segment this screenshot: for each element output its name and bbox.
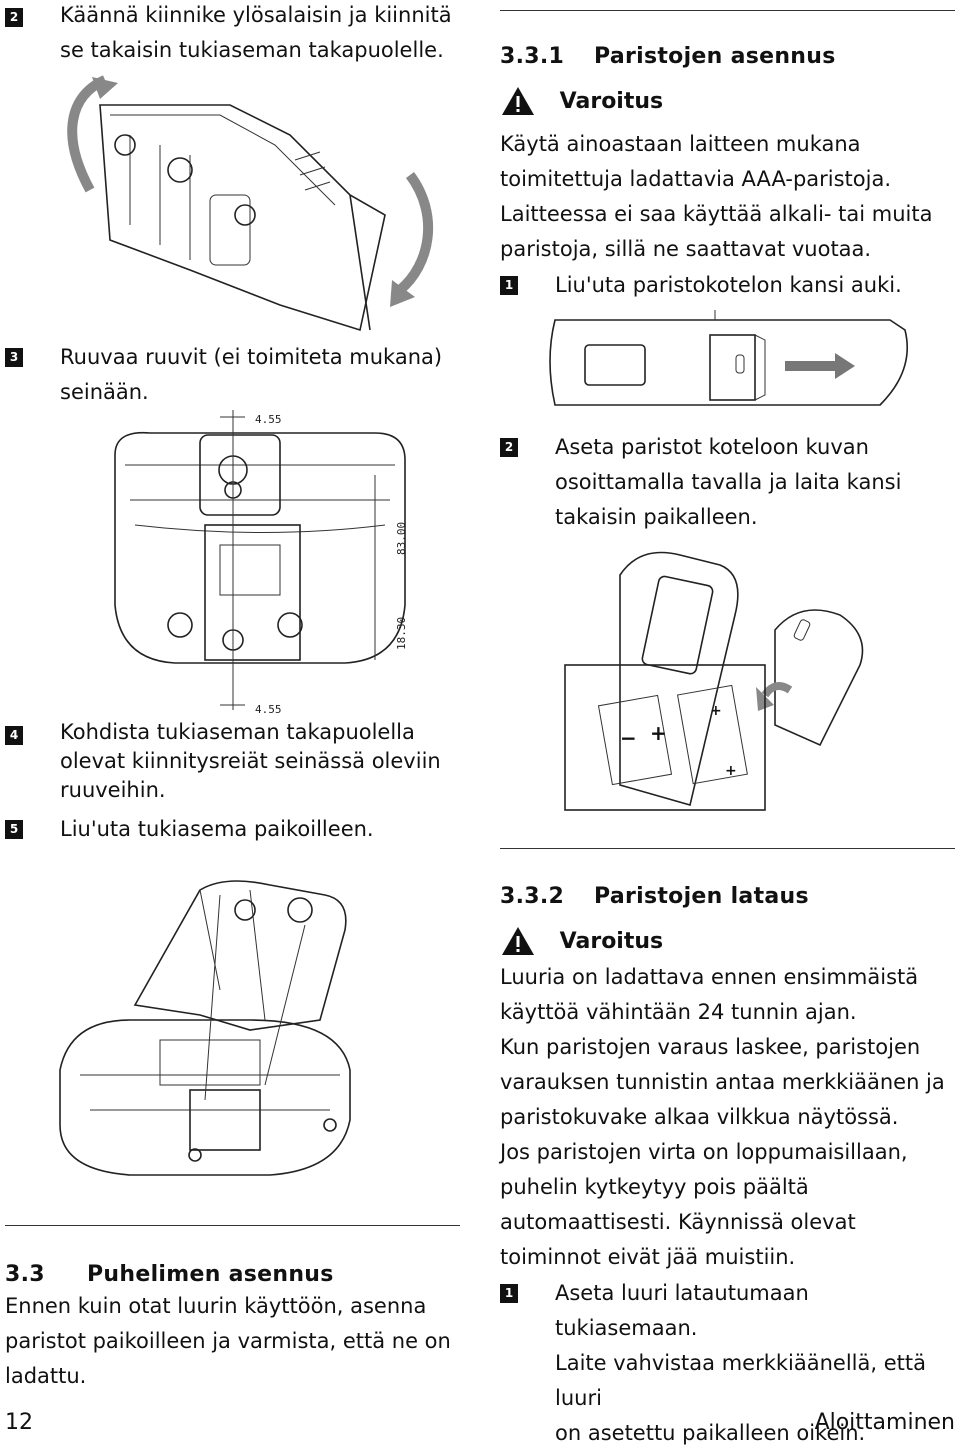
text-line: automaattisesti. Käynnissä olevat: [500, 1210, 856, 1234]
text-line: ladattu.: [5, 1364, 87, 1388]
text-line: Ennen kuin otat luurin käyttöön, asenna: [5, 1294, 427, 1318]
section-number: 3.3: [5, 1262, 45, 1287]
section-title: Puhelimen asennus: [87, 1262, 334, 1287]
warning-text-1: Käytä ainoastaan laitteen mukana toimite…: [500, 127, 955, 267]
section-3-3: 3.3 Puhelimen asennus Ennen kuin otat luu…: [5, 1262, 465, 1394]
text-line: Ruuvaa ruuvit (ei toimiteta mukana): [60, 345, 443, 369]
page-number: 12: [5, 1410, 33, 1435]
section-rule: [500, 848, 955, 849]
text-line: Luuria on ladattava ennen ensimmäistä: [500, 965, 919, 989]
step-number: 1: [500, 1284, 518, 1303]
section-number: 3.3.2: [500, 884, 565, 909]
text-line: Kun paristojen varaus laskee, paristojen: [500, 1035, 921, 1059]
text-line: Laite vahvistaa merkkiäänellä, että luur…: [555, 1351, 926, 1410]
base-mounting-figure: [59, 880, 351, 1176]
text-line: takaisin paikalleen.: [555, 505, 758, 529]
step-number: 3: [5, 348, 23, 367]
base-back-dimensions-figure: 4.55 4.55 83.00 18.30: [114, 410, 408, 716]
chapter-name: Aloittaminen: [814, 1410, 955, 1435]
text-line: paristoja, sillä ne saattavat vuotaa.: [500, 237, 872, 261]
step-number: 1: [500, 276, 518, 295]
text-line: toiminnot eivät jää muistiin.: [500, 1245, 796, 1269]
dimension-label: 4.55: [255, 413, 282, 426]
text-line: Käytä ainoastaan laitteen mukana: [500, 132, 861, 156]
text-line: Kohdista tukiaseman takapuolella: [60, 720, 415, 744]
text-line: Laitteessa ei saa käyttää alkali- tai mu…: [500, 202, 933, 226]
text-line: Aseta paristot koteloon kuvan: [555, 435, 869, 459]
svg-text:+: +: [725, 763, 737, 779]
warning-label: Varoitus: [559, 928, 664, 954]
step-number: 5: [5, 820, 23, 839]
text-line: ruuveihin.: [60, 778, 166, 802]
text-line: se takaisin tukiaseman takapuolelle.: [60, 38, 444, 62]
warning-icon: [502, 927, 534, 955]
text-line: käyttöä vähintään 24 tunnin ajan.: [500, 1000, 857, 1024]
step-number: 2: [500, 438, 518, 457]
svg-text:−: −: [620, 726, 637, 750]
svg-text:+: +: [650, 721, 667, 745]
dimension-label: 4.55: [255, 703, 282, 716]
text-line: paristokuvake alkaa vilkkua näytössä.: [500, 1105, 899, 1129]
text-line: paristot paikoilleen ja varmista, että n…: [5, 1329, 451, 1353]
text-line: Liu'uta paristokotelon kansi auki.: [555, 273, 902, 297]
text-line: seinään.: [60, 380, 149, 404]
insert-batteries-figure: − + + +: [564, 551, 864, 811]
warning-heading: Varoitus: [500, 85, 663, 117]
text-line: Liu'uta tukiasema paikoilleen.: [60, 817, 374, 841]
column-top-rule: [500, 10, 955, 11]
section-number: 3.3.1: [500, 44, 565, 69]
text-line: Aseta luuri latautumaan tukiasemaan.: [555, 1281, 809, 1340]
warning-icon: [502, 87, 534, 115]
section-title: Paristojen lataus: [594, 884, 809, 909]
text-line: osoittamalla tavalla ja laita kansi: [555, 470, 902, 494]
section-3-3-2-heading: 3.3.2 Paristojen lataus: [500, 884, 809, 909]
dimension-label: 18.30: [395, 617, 408, 650]
text-line: olevat kiinnitysreiät seinässä oleviin: [60, 749, 441, 773]
warning-heading: Varoitus: [500, 925, 663, 957]
battery-cover-slide-figure: [549, 310, 908, 406]
section-heading: 3.3 Puhelimen asennus: [5, 1262, 465, 1287]
svg-text:+: +: [710, 703, 722, 719]
step-number: 2: [5, 8, 23, 27]
bracket-flip-figure: [67, 75, 434, 332]
text-line: puhelin kytkeytyy pois päältä: [500, 1175, 809, 1199]
section-title: Paristojen asennus: [594, 44, 836, 69]
section-3-3-1-heading: 3.3.1 Paristojen asennus: [500, 44, 836, 69]
dimension-label: 83.00: [395, 522, 408, 555]
text-line: varauksen tunnistin antaa merkkiäänen ja: [500, 1070, 945, 1094]
section-rule: [5, 1225, 460, 1226]
text-line: toimitettuja ladattavia AAA-paristoja.: [500, 167, 892, 191]
warning-label: Varoitus: [559, 88, 664, 114]
text-line: Jos paristojen virta on loppumaisillaan,: [500, 1140, 908, 1164]
step-number: 4: [5, 726, 23, 745]
warning-text-2: Luuria on ladattava ennen ensimmäistä kä…: [500, 960, 955, 1275]
text-line: Käännä kiinnike ylösalaisin ja kiinnitä: [60, 3, 452, 27]
